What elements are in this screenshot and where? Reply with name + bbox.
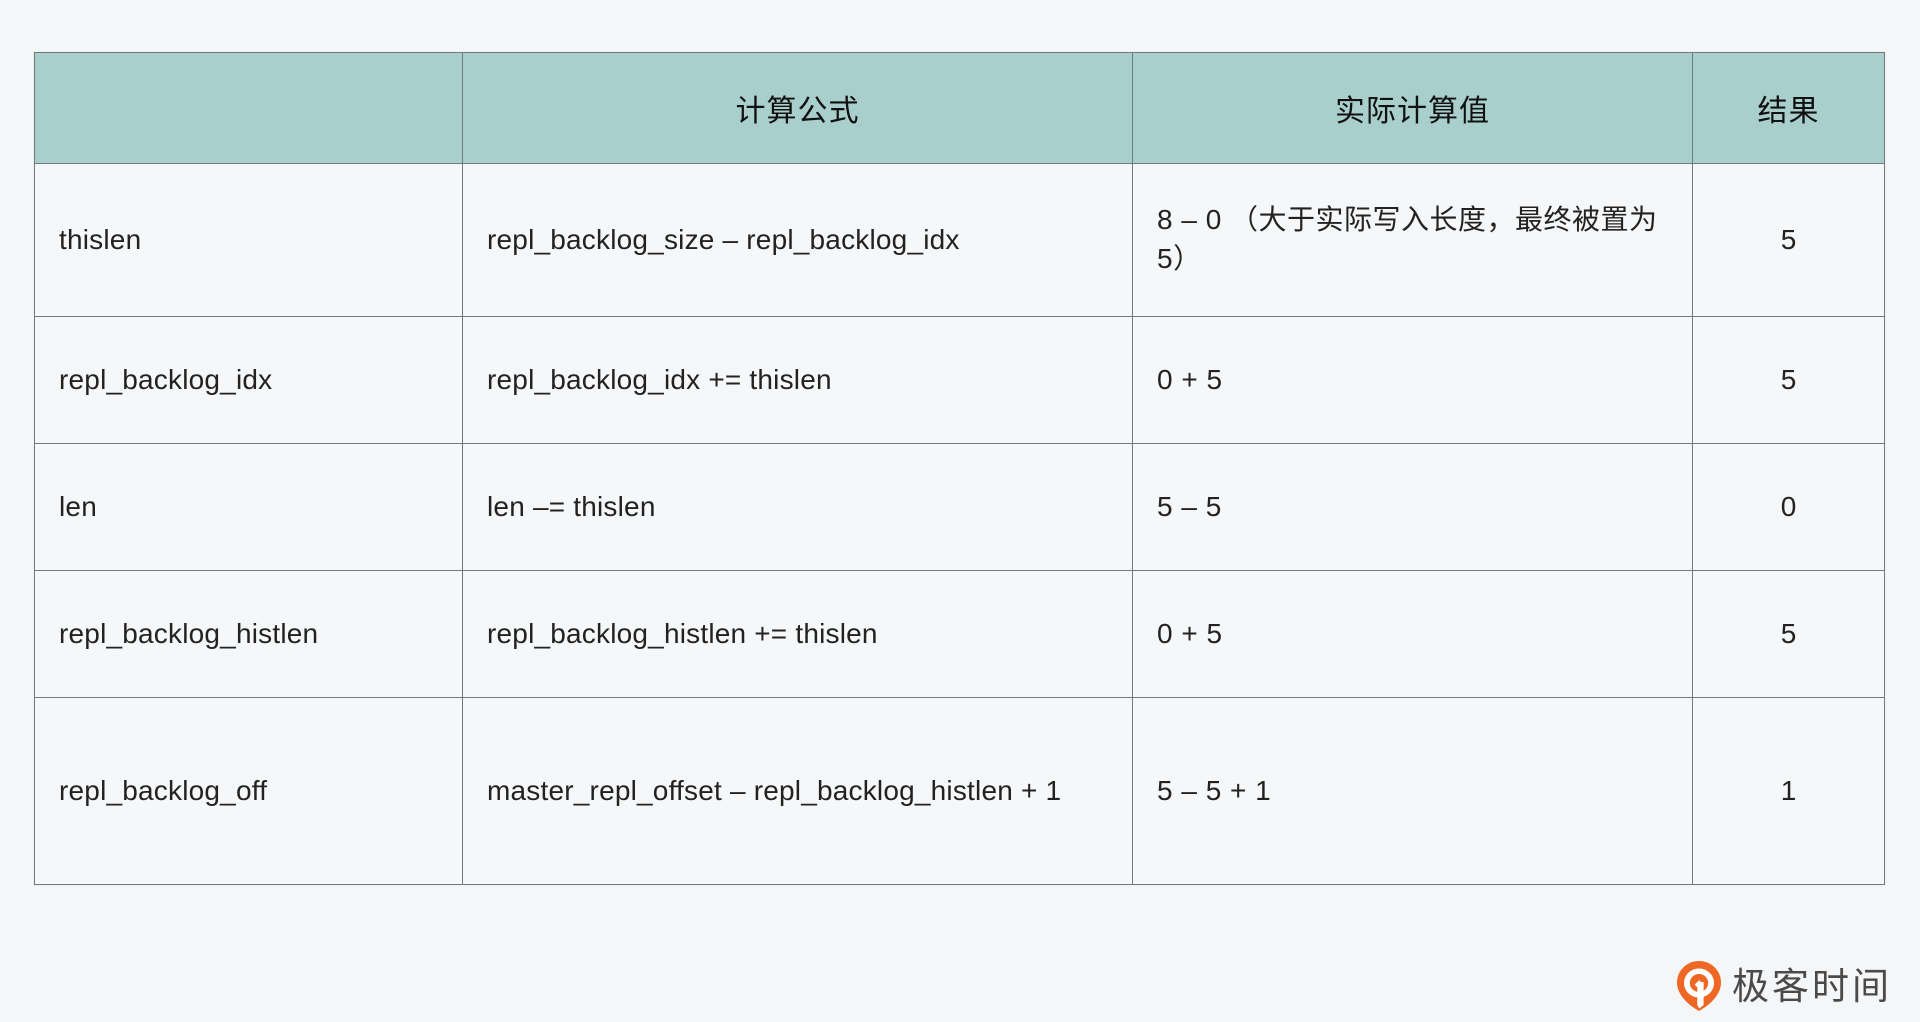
cell-value: 0 + 5 [1132, 570, 1693, 698]
result-text: 0 [1780, 490, 1797, 522]
cell-value: 0 + 5 [1132, 316, 1693, 444]
variable-name: thislen [59, 223, 142, 255]
cell-variable: repl_backlog_off [34, 697, 463, 885]
variable-name: len [59, 490, 97, 522]
table-body: thislen repl_backlog_size – repl_backlog… [34, 163, 1885, 885]
formula-text: master_repl_offset – repl_backlog_histle… [487, 774, 1062, 806]
column-header-formula: 计算公式 [462, 52, 1133, 164]
column-header-value: 实际计算值 [1132, 52, 1693, 164]
result-text: 5 [1780, 223, 1797, 255]
cell-result: 5 [1692, 316, 1885, 444]
value-text: 0 + 5 [1157, 363, 1223, 395]
table-row: len len –= thislen 5 – 5 0 [34, 443, 1885, 571]
table-row: repl_backlog_idx repl_backlog_idx += thi… [34, 316, 1885, 444]
value-text: 0 + 5 [1157, 617, 1223, 649]
formula-text: repl_backlog_histlen += thislen [487, 617, 878, 649]
cell-value: 5 – 5 + 1 [1132, 697, 1693, 885]
cell-result: 0 [1692, 443, 1885, 571]
watermark-label: 极客时间 [1732, 964, 1892, 1008]
calculation-table: 计算公式 实际计算值 结果 thislen repl_backlog_size … [34, 52, 1885, 885]
formula-text: len –= thislen [487, 490, 656, 522]
value-text: 5 – 5 + 1 [1157, 774, 1272, 806]
cell-variable: thislen [34, 163, 463, 317]
cell-variable: repl_backlog_histlen [34, 570, 463, 698]
formula-text: repl_backlog_idx += thislen [487, 363, 832, 395]
table-header-row: 计算公式 实际计算值 结果 [34, 52, 1885, 164]
cell-value: 5 – 5 [1132, 443, 1693, 571]
table-row: repl_backlog_off master_repl_offset – re… [34, 697, 1885, 885]
table-row: repl_backlog_histlen repl_backlog_histle… [34, 570, 1885, 698]
variable-name: repl_backlog_idx [59, 363, 273, 395]
formula-text: repl_backlog_size – repl_backlog_idx [487, 223, 960, 255]
variable-name: repl_backlog_histlen [59, 617, 319, 649]
result-text: 5 [1780, 363, 1797, 395]
cell-formula: master_repl_offset – repl_backlog_histle… [462, 697, 1133, 885]
cell-result: 5 [1692, 570, 1885, 698]
watermark: 极客时间 [1676, 958, 1892, 1014]
value-text: 8 – 0 （大于实际写入长度，最终被置为5） [1157, 204, 1658, 274]
column-header-variable [34, 52, 463, 164]
cell-formula: repl_backlog_idx += thislen [462, 316, 1133, 444]
cell-result: 5 [1692, 163, 1885, 317]
result-text: 5 [1780, 617, 1797, 649]
cell-formula: repl_backlog_size – repl_backlog_idx [462, 163, 1133, 317]
cell-variable: len [34, 443, 463, 571]
cell-formula: len –= thislen [462, 443, 1133, 571]
cell-formula: repl_backlog_histlen += thislen [462, 570, 1133, 698]
variable-name: repl_backlog_off [59, 774, 268, 806]
column-header-result: 结果 [1692, 52, 1885, 164]
cell-variable: repl_backlog_idx [34, 316, 463, 444]
cell-result: 1 [1692, 697, 1885, 885]
value-text: 5 – 5 [1157, 490, 1222, 522]
table-row: thislen repl_backlog_size – repl_backlog… [34, 163, 1885, 317]
geektime-pin-icon [1676, 960, 1722, 1012]
table-header: 计算公式 实际计算值 结果 [34, 52, 1885, 164]
cell-value: 8 – 0 （大于实际写入长度，最终被置为5） [1132, 163, 1693, 317]
result-text: 1 [1780, 774, 1797, 806]
